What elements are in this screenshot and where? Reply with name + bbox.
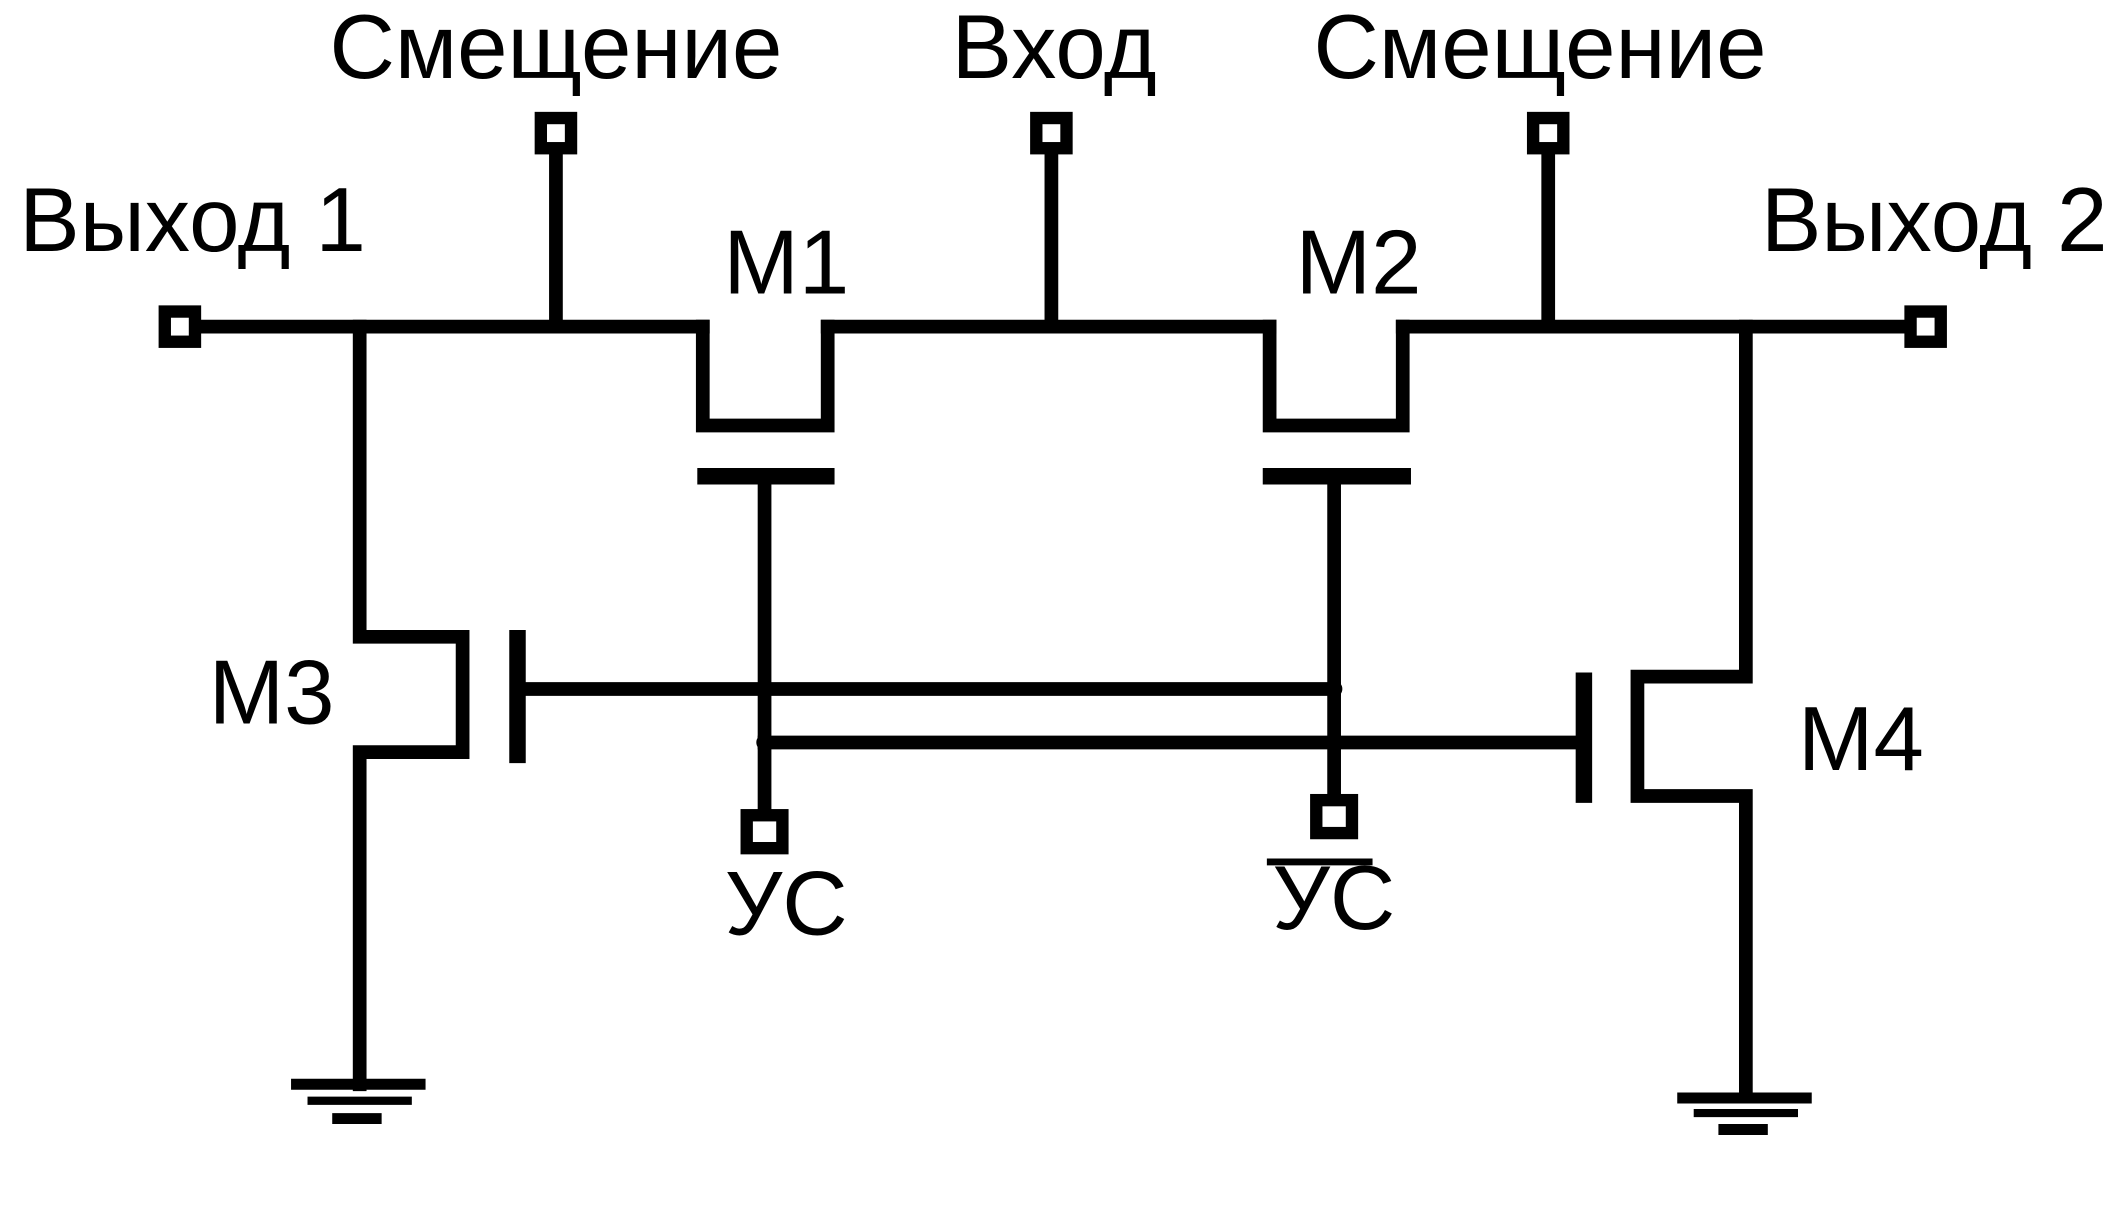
control-terminal-icon	[740, 809, 789, 855]
bias-left-terminal-icon	[534, 111, 578, 155]
input-label: Вход	[952, 0, 1157, 98]
ground-icon	[291, 1078, 426, 1125]
input-terminal-icon	[1030, 111, 1073, 155]
output2-terminal-icon	[1904, 305, 1947, 348]
output2-label: Выход 2	[1761, 170, 2108, 271]
ground-icon	[1677, 1092, 1812, 1136]
bias-right-label: Смещение	[1314, 0, 1767, 98]
m1-label: M1	[723, 213, 849, 314]
m2-transistor-icon	[1262, 319, 1411, 485]
m2-label: M2	[1296, 213, 1422, 314]
bias-left-label: Смещение	[329, 0, 782, 98]
m3-label: M3	[209, 642, 335, 743]
bias-right-terminal-icon	[1526, 111, 1570, 155]
m3-transistor-icon	[352, 319, 526, 1092]
m4-label: M4	[1798, 689, 1924, 790]
junction-dot-m3	[1325, 680, 1343, 698]
output1-terminal-icon	[158, 305, 202, 348]
output1-label: Выход 1	[19, 170, 366, 271]
m1-transistor-icon	[695, 319, 835, 485]
control-inv-terminal-icon	[1310, 793, 1359, 840]
junction-dot-m4	[756, 734, 773, 751]
m4-transistor-icon	[1575, 319, 1753, 1101]
control-label: УС	[725, 854, 848, 955]
